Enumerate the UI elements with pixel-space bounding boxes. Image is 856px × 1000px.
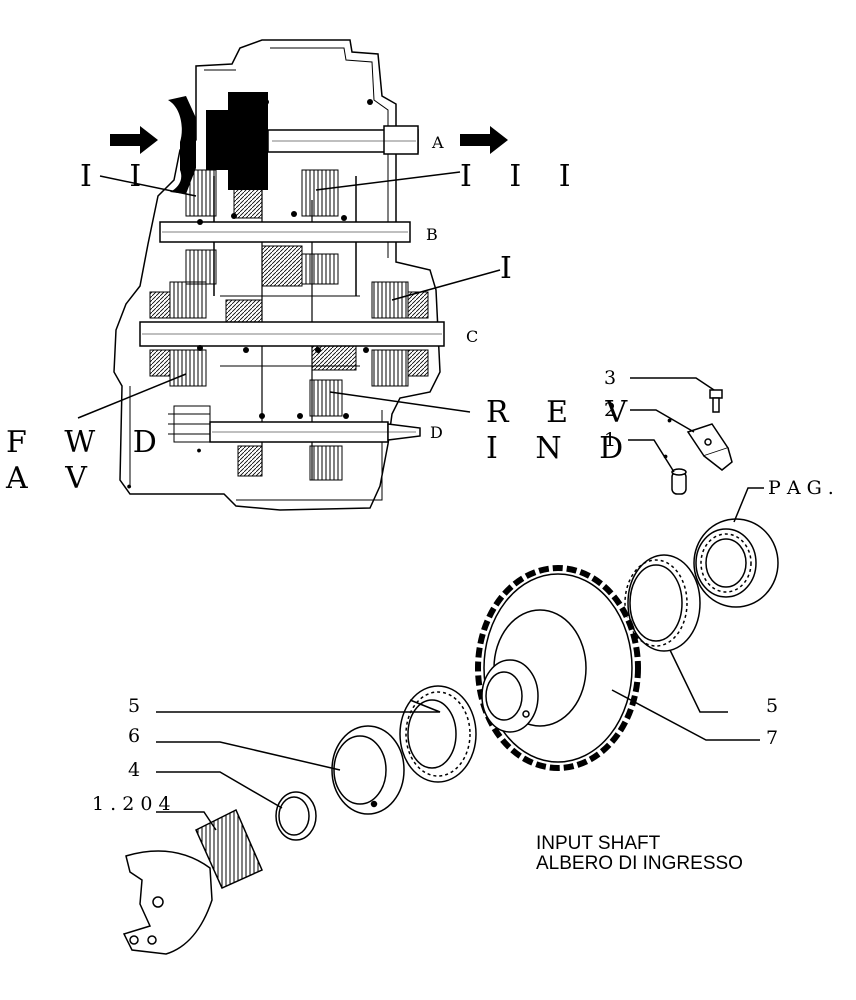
part-bearing-cup-right bbox=[624, 554, 701, 652]
callout-6: 6 bbox=[128, 725, 140, 747]
part-bearing-cone-left bbox=[399, 685, 477, 783]
part-yoke-shaft bbox=[122, 808, 263, 955]
label-ind: I N D . bbox=[486, 431, 684, 466]
shaft-label-b: B bbox=[426, 225, 438, 244]
callout-3: 3 bbox=[604, 367, 616, 389]
input-arrow-icon bbox=[110, 126, 158, 154]
part-spacer-ring bbox=[331, 725, 405, 815]
shaft-d bbox=[168, 379, 421, 481]
part-washer bbox=[275, 791, 317, 841]
shaft-label-d: D bbox=[430, 423, 443, 442]
bearing-balls bbox=[197, 99, 373, 419]
callout-2: 2 bbox=[604, 399, 616, 421]
output-arrow-icon bbox=[460, 126, 508, 154]
shaft-c bbox=[139, 281, 445, 387]
label-av: A V . bbox=[5, 461, 148, 496]
shaft-b bbox=[159, 169, 411, 287]
shaft-label-c: C bbox=[466, 327, 478, 346]
label-gear-iii: I I I bbox=[460, 159, 585, 194]
callout-ref-1-204: 1 . 2 0 4 bbox=[92, 793, 171, 815]
callout-pag: P A G . bbox=[768, 477, 834, 499]
caption-italian: ALBERO DI INGRESSO bbox=[536, 853, 743, 874]
caption-english: INPUT SHAFT bbox=[536, 833, 661, 854]
callout-7: 7 bbox=[766, 727, 778, 749]
callout-1: 1 bbox=[604, 429, 616, 451]
callout-4: 4 bbox=[128, 759, 140, 781]
part-screw bbox=[709, 389, 723, 413]
label-gear-ii: I I bbox=[80, 159, 155, 194]
part-bearing-large bbox=[693, 518, 779, 608]
label-fwd: F W D . bbox=[6, 425, 218, 460]
input-shaft-a bbox=[168, 92, 419, 194]
callout-5-left: 5 bbox=[128, 695, 140, 717]
label-gear-i: I bbox=[500, 251, 526, 286]
section-leader-lines bbox=[77, 171, 501, 419]
part-bracket bbox=[686, 423, 733, 471]
shaft-label-a: A bbox=[431, 133, 444, 152]
part-input-gear bbox=[475, 565, 641, 771]
part-leader-lines bbox=[156, 377, 764, 831]
label-rev: R E V . bbox=[486, 395, 688, 430]
part-pin bbox=[671, 468, 687, 495]
callout-5-right: 5 bbox=[766, 695, 778, 717]
